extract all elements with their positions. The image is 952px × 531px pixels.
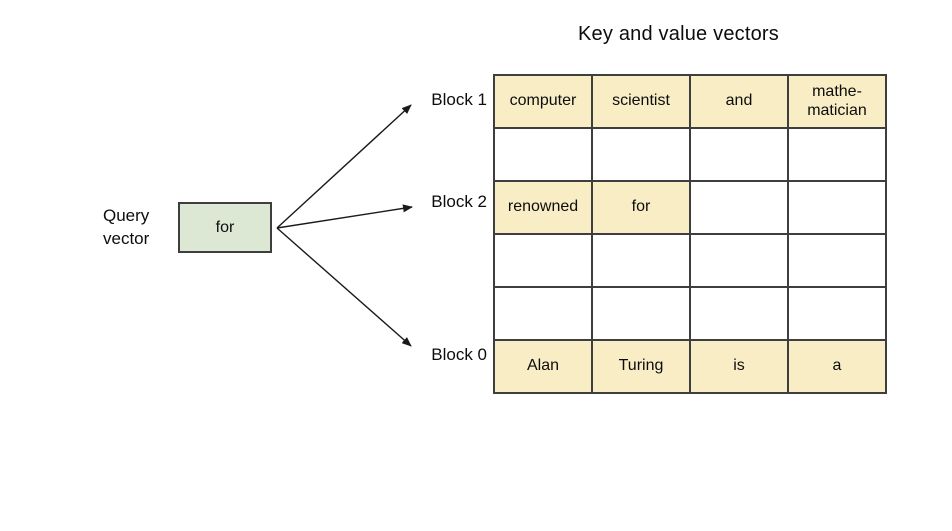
block-2-label: Block 2 bbox=[431, 192, 487, 211]
table-cell bbox=[787, 286, 887, 341]
block-1-label: Block 1 bbox=[431, 90, 487, 109]
table-cell: computer bbox=[493, 74, 593, 129]
table-cell bbox=[493, 286, 593, 341]
key-value-table: computer scientist and mathe- matician r… bbox=[493, 74, 887, 394]
table-cell bbox=[493, 127, 593, 182]
table-row: Alan Turing is a bbox=[493, 339, 887, 394]
table-cell: for bbox=[591, 180, 691, 235]
table-cell: Alan bbox=[493, 339, 593, 394]
table-row: renowned for bbox=[493, 180, 887, 235]
table-row bbox=[493, 286, 887, 341]
table-cell: renowned bbox=[493, 180, 593, 235]
table-row bbox=[493, 127, 887, 182]
table-cell bbox=[591, 127, 691, 182]
table-cell: mathe- matician bbox=[787, 74, 887, 129]
query-vector-label: Query vector bbox=[103, 206, 150, 248]
table-cell bbox=[787, 127, 887, 182]
table-cell bbox=[591, 286, 691, 341]
table-cell: scientist bbox=[591, 74, 691, 129]
table-cell: and bbox=[689, 74, 789, 129]
arrow-to-block-0-icon bbox=[276, 227, 412, 347]
table-cell bbox=[591, 233, 691, 288]
table-cell: Turing bbox=[591, 339, 691, 394]
table-cell bbox=[787, 180, 887, 235]
table-cell: a bbox=[787, 339, 887, 394]
table-cell bbox=[689, 127, 789, 182]
table-cell bbox=[787, 233, 887, 288]
table-cell bbox=[493, 233, 593, 288]
table-cell bbox=[689, 286, 789, 341]
table-cell: is bbox=[689, 339, 789, 394]
query-vector-box-text: for bbox=[215, 218, 235, 236]
table-cell bbox=[689, 180, 789, 235]
diagram-title: Key and value vectors bbox=[578, 23, 779, 45]
table-row bbox=[493, 233, 887, 288]
table-row: computer scientist and mathe- matician bbox=[493, 74, 887, 129]
query-vector-box: for bbox=[178, 202, 272, 253]
table-cell bbox=[689, 233, 789, 288]
block-0-label: Block 0 bbox=[431, 345, 487, 364]
